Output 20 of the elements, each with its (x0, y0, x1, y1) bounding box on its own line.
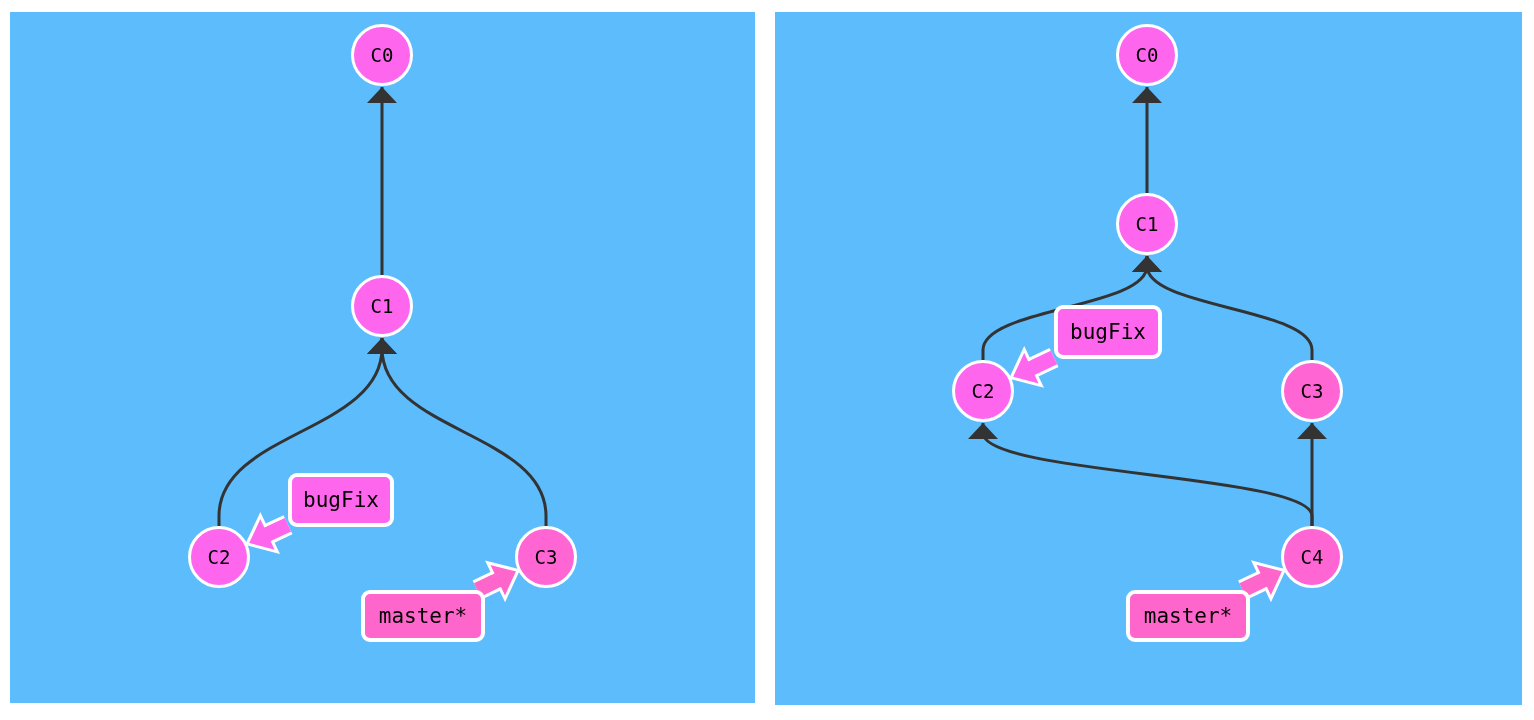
parent-arrow (1132, 87, 1162, 193)
commit-node: C2 (188, 526, 250, 588)
parent-arrow (367, 87, 397, 275)
graph-panel (775, 12, 1522, 705)
commit-node: C0 (351, 24, 413, 86)
commit-node: C1 (351, 275, 413, 337)
commit-node: C3 (1281, 360, 1343, 422)
branch-label: master* (361, 590, 485, 642)
branch-label: bugFix (1054, 305, 1162, 359)
branch-label: master* (1126, 590, 1250, 642)
parent-arrow (1132, 256, 1314, 360)
commit-node: C0 (1116, 24, 1178, 86)
commit-node: C4 (1281, 526, 1343, 588)
parent-arrow (367, 338, 548, 526)
commit-node: C2 (952, 360, 1014, 422)
branch-label: bugFix (288, 473, 394, 527)
graph-panel (10, 12, 755, 703)
parent-arrow (1297, 423, 1327, 526)
commit-node: C1 (1116, 193, 1178, 255)
commit-node: C3 (515, 526, 577, 588)
